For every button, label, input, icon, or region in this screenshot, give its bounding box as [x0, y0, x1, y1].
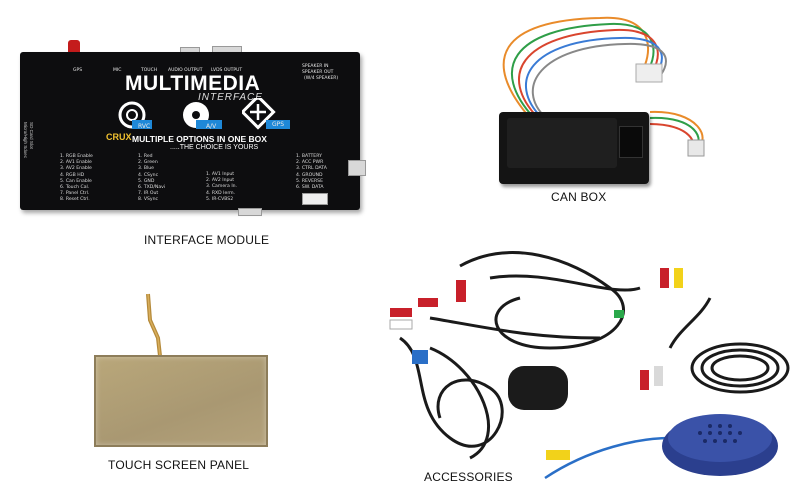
- spec-item: 3. AV2 Enable: [60, 166, 92, 172]
- spec-item: 4. RGB HD: [60, 172, 85, 178]
- spec-item: 8. VSync: [138, 197, 159, 203]
- spec-item: 5. IR-CVBS2: [206, 196, 234, 202]
- sd-slot-line1: SD Card Slot: [29, 122, 34, 149]
- spec-item: 1. Red: [138, 154, 153, 159]
- spec-item: 5. GND: [138, 178, 155, 184]
- touch-screen-panel: [94, 355, 268, 447]
- port-label-lvds: LVDS OUTPUT: [211, 68, 243, 73]
- sd-slot-sub: Micro/High Sdxec: [23, 122, 28, 158]
- port-label-touch: TOUCH: [141, 68, 158, 73]
- tagline-line1: MULTIPLE OPTIONS IN ONE BOX: [132, 134, 267, 144]
- can-box-wires: [502, 16, 705, 157]
- brand-logo: CRUX: [106, 132, 132, 142]
- module-title-media: MEDIA: [190, 72, 261, 95]
- spec-item: 1. BATTERY: [296, 154, 322, 159]
- spec-item: 2. ACC PWR: [296, 160, 324, 166]
- sd-slot-line2: Micro/High Sdxec: [23, 122, 28, 158]
- spec-item: 6. SW. DATA: [296, 185, 324, 191]
- spec-column-2: 1. Red 2. Green 3. Blue 4. CSync 5. GND …: [138, 154, 165, 204]
- spec-item: 1. RGB Enable: [60, 154, 93, 159]
- spec-column-3: 1. AV1 Input 2. AV2 Input 3. Camera In. …: [206, 172, 237, 203]
- spec-item: 7. IR Out: [138, 191, 159, 197]
- module-title: MULTIMEDIA: [125, 72, 260, 96]
- spec-column-1: 1. RGB Enable 2. AV1 Enable 3. AV2 Enabl…: [60, 154, 93, 204]
- badge-gps-label: GPS: [272, 121, 285, 128]
- can-box-body: [499, 112, 649, 184]
- gps-antenna-connector: [68, 40, 80, 54]
- spec-item: 8. Reset Ctrl.: [60, 197, 90, 203]
- interface-module-image: GPS MIC TOUCH AUDIO OUTPUT LVDS OUTPUT S…: [0, 0, 380, 240]
- accessories-cables: [389, 251, 790, 480]
- can-box-lid: [507, 118, 617, 168]
- module-body: GPS MIC TOUCH AUDIO OUTPUT LVDS OUTPUT S…: [20, 52, 360, 210]
- speaker-label-out: SPEAKER OUT: [302, 70, 334, 75]
- spec-item: 2. AV2 Input: [206, 178, 235, 184]
- gps-icon: [242, 98, 290, 130]
- spec-item: 5. REVERSE: [296, 178, 323, 184]
- spec-column-4: 1. BATTERY 2. ACC PWR 3. CTRL DATA 4. GR…: [296, 154, 327, 191]
- harness-connector: [302, 193, 328, 205]
- bottom-connector: [238, 208, 262, 216]
- caption-accessories: ACCESSORIES: [424, 470, 513, 484]
- can-box-image: [460, 0, 760, 200]
- port-label-audio: AUDIO OUTPUT: [168, 68, 203, 73]
- module-subtitle: INTERFACE: [198, 92, 263, 103]
- tagline-line2: .....THE CHOICE IS YOURS: [170, 144, 259, 151]
- spec-item: 4. GROUND: [296, 172, 323, 178]
- port-label-gps: GPS: [73, 68, 83, 73]
- caption-can-box: CAN BOX: [551, 190, 607, 204]
- port-label-mic: MIC: [113, 68, 122, 73]
- spec-item: 3. CTRL DATA: [296, 166, 327, 172]
- spec-item: 7. Panel Ctrl.: [60, 191, 90, 197]
- spec-item: 1. AV1 Input: [206, 172, 235, 177]
- spec-item: 4. RXD Ierm.: [206, 190, 236, 196]
- caption-interface-module: INTERFACE MODULE: [144, 233, 270, 247]
- badge-rvc-label: RVC: [138, 123, 151, 130]
- caption-touch-screen-panel: TOUCH SCREEN PANEL: [108, 458, 250, 472]
- spec-item: 2. AV1 Enable: [60, 160, 92, 166]
- spec-item: 6. Touch Cal.: [60, 185, 90, 191]
- can-box-port: [619, 126, 643, 158]
- speaker-label-in: SPEAKER IN: [302, 64, 329, 69]
- sd-slot-label: SD Card Slot: [29, 122, 34, 149]
- spec-item: 3. Camera In.: [206, 184, 238, 190]
- side-connector: [348, 160, 366, 176]
- spec-item: 3. Blue: [138, 166, 155, 172]
- spec-item: 5. Can Enable: [60, 178, 92, 184]
- speaker-label-note: (W/4 SPEAKER): [304, 76, 339, 81]
- touch-flex-cable: [146, 293, 162, 357]
- touch-screen-image: [80, 290, 280, 450]
- badge-av-label: A/V: [206, 123, 217, 130]
- spec-item: 6. TXD/Navi: [138, 185, 166, 191]
- module-title-multi: MULTI: [125, 72, 191, 95]
- spec-item: 4. CSync: [138, 172, 159, 178]
- rvc-icon: [118, 101, 152, 129]
- accessories-image: [370, 238, 800, 488]
- av-disc-icon: [183, 102, 222, 129]
- spec-item: 2. Green: [138, 160, 158, 166]
